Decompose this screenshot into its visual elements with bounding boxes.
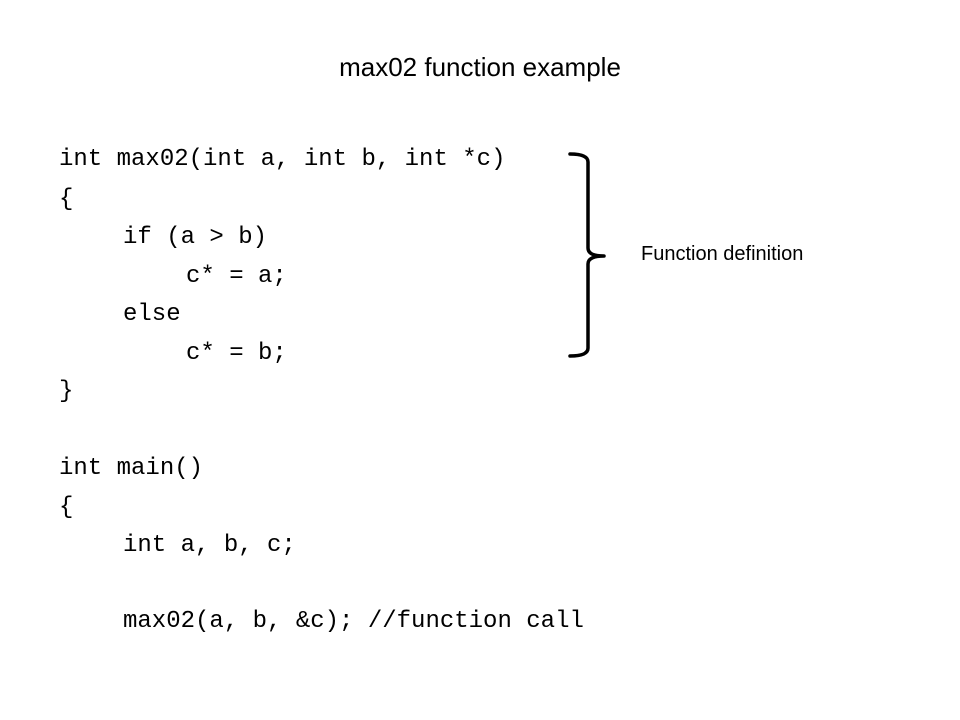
code-line-function-signature: int max02(int a, int b, int *c) (59, 146, 506, 173)
code-line-declare-vars: int a, b, c; (123, 532, 296, 559)
code-line-main-signature: int main() (59, 455, 204, 482)
code-line-main-open-brace: { (59, 494, 74, 521)
code-line-if: if (a > b) (123, 224, 268, 251)
code-line-assign-a: c* = a; (186, 263, 287, 290)
slide-title: max02 function example (339, 52, 621, 82)
function-definition-label: Function definition (641, 243, 804, 265)
code-line-open-brace: { (59, 186, 74, 213)
right-brace-icon (568, 152, 606, 358)
code-line-close-brace: } (59, 378, 74, 405)
code-line-assign-b: c* = b; (186, 340, 287, 367)
code-line-function-call: max02(a, b, &c); //function call (123, 608, 584, 635)
code-line-else: else (123, 301, 181, 328)
